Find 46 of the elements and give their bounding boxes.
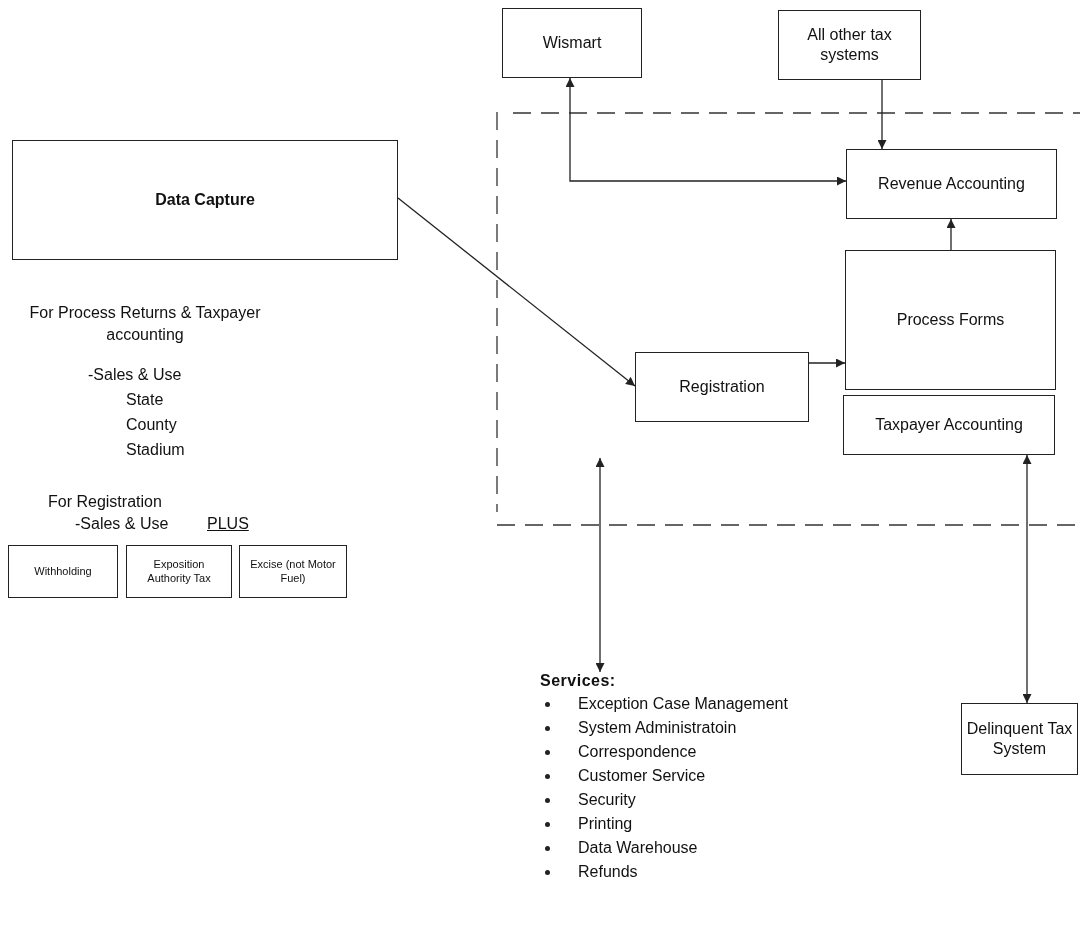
list-item: Security — [540, 788, 860, 812]
box-label: Registration — [679, 377, 765, 397]
list-item: Customer Service — [540, 764, 860, 788]
process-box — [778, 10, 921, 80]
list-item: Correspondence — [540, 740, 860, 764]
box-label: Excise (not Motor Fuel) — [249, 557, 337, 586]
note-text: State — [126, 390, 164, 410]
arrow — [877, 79, 887, 150]
box-label: Process Forms — [896, 310, 1005, 330]
list-item: Refunds — [540, 860, 860, 884]
process-box — [846, 149, 1057, 219]
arrow — [397, 197, 636, 387]
box-label: Taxpayer Accounting — [875, 415, 1023, 435]
process-box — [843, 395, 1055, 455]
process-box — [635, 352, 809, 422]
box-label: Withholding — [34, 564, 92, 579]
note-text: Stadium — [126, 440, 185, 460]
process-box — [8, 545, 118, 598]
note-text: For Process Returns & Taxpayer accounting — [28, 303, 262, 345]
note-text: -Sales & Use — [88, 365, 182, 385]
arrow — [595, 457, 605, 673]
box-label: Data Capture — [155, 190, 255, 210]
process-box — [12, 140, 398, 260]
note-text: For Registration — [48, 492, 162, 512]
process-box — [239, 545, 347, 598]
list-item: Exception Case Management — [540, 692, 860, 716]
box-label: Exposition Authority Tax — [146, 557, 212, 586]
process-box — [961, 703, 1078, 775]
arrow — [808, 358, 846, 368]
process-box — [126, 545, 232, 598]
box-label: Delinquent Tax System — [966, 719, 1073, 759]
process-box — [502, 8, 642, 78]
arrow — [565, 77, 847, 186]
list-item: System Administratoin — [540, 716, 860, 740]
note-text: County — [126, 415, 177, 435]
box-label: Revenue Accounting — [878, 174, 1025, 194]
note-text: -Sales & Use — [75, 514, 169, 534]
note-text: PLUS — [207, 514, 249, 534]
list-item: Printing — [540, 812, 860, 836]
process-box — [845, 250, 1056, 390]
box-label: All other tax systems — [806, 25, 893, 65]
arrow — [1022, 454, 1032, 704]
list-item: Data Warehouse — [540, 836, 860, 860]
list-heading: Services: — [540, 672, 617, 690]
arrow — [946, 218, 956, 251]
box-label: Wismart — [542, 33, 602, 53]
